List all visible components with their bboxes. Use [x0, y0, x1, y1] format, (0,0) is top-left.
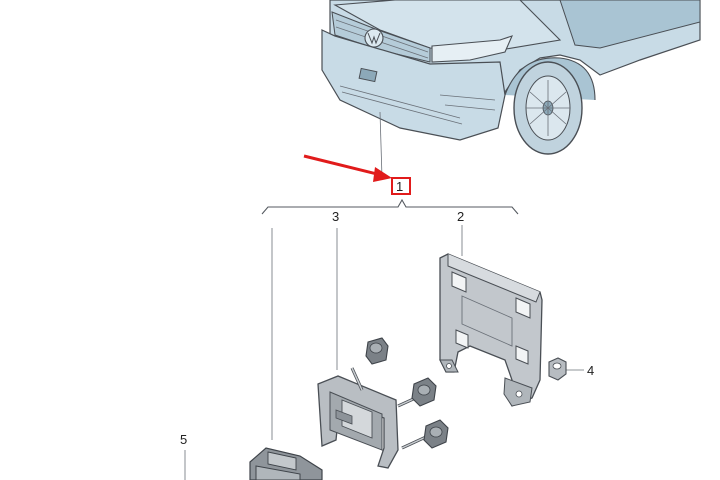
callout-label-5: 5 — [180, 432, 187, 447]
vehicle-hood — [333, 0, 562, 51]
callout-1-highlight-box — [391, 177, 411, 195]
vw-logo — [364, 28, 384, 48]
vehicle-headlight — [431, 35, 513, 63]
part-3-clip-middle — [411, 377, 437, 407]
part-3-clip-bottom — [423, 419, 449, 449]
part-4-nut — [548, 357, 567, 381]
part-5-sensor-housing — [249, 447, 323, 480]
front-sensor-slot — [358, 67, 378, 83]
vehicle-front-illustration — [321, 0, 701, 155]
vehicle-front-bumper — [321, 29, 506, 141]
part-3-clip-top — [365, 337, 389, 365]
red-pointer-arrow — [303, 154, 392, 182]
vehicle-front-wheel — [513, 61, 583, 155]
part-2-mounting-plate — [439, 253, 543, 407]
vehicle-side-window — [559, 0, 701, 49]
callout-label-3: 3 — [332, 209, 339, 224]
callout-label-4: 4 — [587, 363, 594, 378]
assembly-bracket — [261, 198, 519, 215]
part-3-sensor-bracket — [317, 375, 399, 469]
leader-line-1 — [379, 111, 383, 179]
callout-label-2: 2 — [457, 209, 464, 224]
callout-label-1: 1 — [396, 179, 403, 194]
